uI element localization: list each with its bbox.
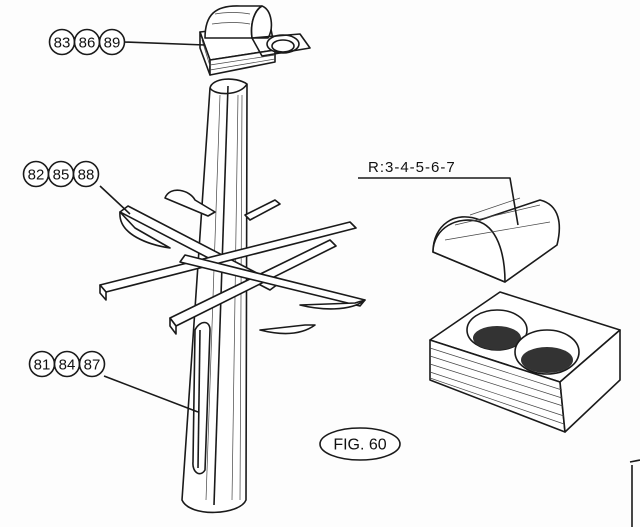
label-86: 86 <box>79 35 96 52</box>
leader-line-mast <box>103 375 199 413</box>
label-84: 84 <box>59 357 76 374</box>
label-83: 83 <box>54 35 71 52</box>
label-89: 89 <box>104 35 121 52</box>
label-87: 87 <box>84 357 101 374</box>
label-group-mast: 81 84 87 <box>28 350 106 378</box>
label-85: 85 <box>53 167 70 184</box>
block-part <box>429 291 621 433</box>
leader-line-cap <box>123 41 206 46</box>
mast-cap-part <box>199 5 311 76</box>
crosstrees-part <box>99 189 366 335</box>
figure-number: FIG. 60 <box>333 437 386 454</box>
leader-line-radius <box>358 177 519 226</box>
half-round-part <box>432 197 561 283</box>
radius-note: R:3-4-5-6-7 <box>368 159 456 176</box>
partial-edge-shape <box>629 459 640 527</box>
label-group-cap: 83 86 89 <box>48 28 126 56</box>
figure-label: FIG. 60 <box>319 427 401 461</box>
leader-line-crosstrees <box>99 185 131 215</box>
label-81: 81 <box>34 357 51 374</box>
label-group-crosstrees: 82 85 88 <box>22 160 100 188</box>
label-82: 82 <box>28 167 45 184</box>
label-88: 88 <box>78 167 95 184</box>
